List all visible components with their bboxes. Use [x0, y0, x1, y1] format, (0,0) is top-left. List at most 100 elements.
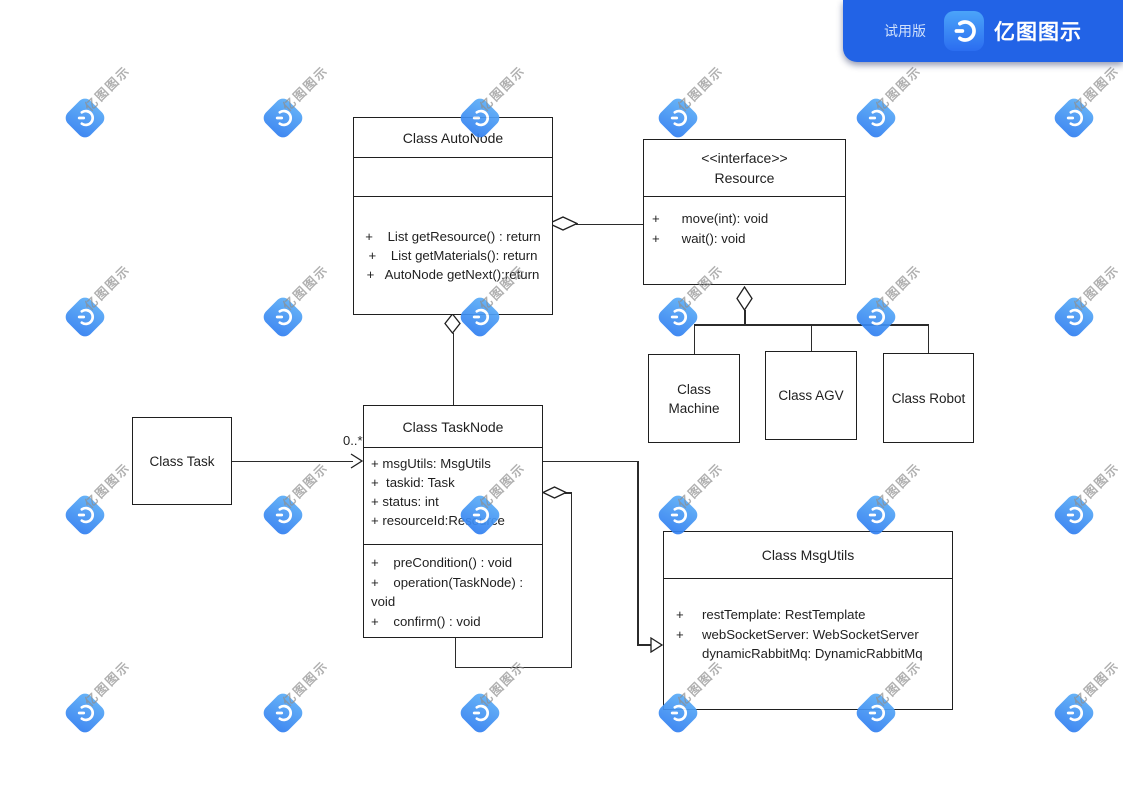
attribute: + taskid: Task: [371, 475, 455, 490]
connector-line: [543, 460, 638, 462]
watermark: 亿图图示: [1051, 262, 1122, 340]
watermark: 亿图图示: [655, 460, 726, 538]
watermark-text: 亿图图示: [873, 262, 925, 314]
methods-section: + preCondition() : void + operation(Task…: [364, 544, 542, 637]
watermark: 亿图图示: [62, 658, 133, 736]
method: + List getResource() : return: [365, 229, 541, 244]
watermark-text: 亿图图示: [280, 262, 332, 314]
watermark-text: 亿图图示: [873, 63, 925, 115]
watermark: 亿图图示: [62, 63, 133, 141]
class-box-machine[interactable]: Class Machine: [648, 354, 740, 443]
watermark-text: 亿图图示: [1071, 460, 1123, 512]
attribute: + resourceId:Resource: [371, 513, 505, 528]
watermark-text: 亿图图示: [675, 63, 727, 115]
method: + operation(TaskNode) : void: [371, 574, 527, 610]
method: + List getMaterials(): return: [368, 248, 538, 263]
watermark-text: 亿图图示: [477, 658, 529, 710]
watermark: 亿图图示: [853, 460, 924, 538]
attributes-section: + msgUtils: MsgUtils + taskid: Task + st…: [364, 447, 542, 544]
watermark-text: 亿图图示: [1071, 63, 1123, 115]
watermark-logo-icon: [62, 95, 108, 141]
watermark: 亿图图示: [260, 658, 331, 736]
watermark-logo-icon: [260, 294, 306, 340]
watermark-text: 亿图图示: [280, 63, 332, 115]
watermark-logo-icon: [62, 690, 108, 736]
watermark-text: 亿图图示: [873, 460, 925, 512]
connector-line: [232, 460, 353, 462]
watermark: 亿图图示: [260, 262, 331, 340]
aggregation-diamond-icon: [444, 313, 461, 334]
connector-line: [637, 644, 652, 646]
watermark-logo-icon: [260, 492, 306, 538]
connector-line: [693, 324, 695, 354]
watermark: 亿图图示: [62, 262, 133, 340]
class-box-task[interactable]: Class Task: [132, 417, 232, 505]
watermark-logo-icon: [260, 95, 306, 141]
aggregation-diamond-icon: [548, 216, 578, 231]
association-arrow-icon: [350, 453, 363, 469]
watermark: 亿图图示: [260, 460, 331, 538]
watermark-text: 亿图图示: [1071, 658, 1123, 710]
watermark-logo-icon: [1051, 690, 1097, 736]
watermark: 亿图图示: [655, 63, 726, 141]
watermark-logo-icon: [457, 690, 503, 736]
watermark: 亿图图示: [457, 658, 528, 736]
edraw-logo-icon: [944, 11, 984, 51]
trial-badge[interactable]: 试用版 亿图图示: [843, 0, 1123, 62]
class-title: Class Machine: [668, 381, 720, 416]
class-box-agv[interactable]: Class AGV: [765, 351, 857, 440]
connector-line: [454, 638, 456, 668]
class-box-tasknode[interactable]: Class TaskNode + msgUtils: MsgUtils + ta…: [363, 405, 543, 638]
attributes-section: + restTemplate: RestTemplate + webSocket…: [664, 578, 952, 709]
class-title: Class TaskNode: [402, 418, 504, 435]
attribute: + msgUtils: MsgUtils: [371, 456, 491, 471]
method: + preCondition() : void: [371, 555, 513, 570]
watermark-logo-icon: [1051, 492, 1097, 538]
attribute: dynamicRabbitMq: DynamicRabbitMq: [702, 646, 923, 661]
connector-line: [744, 310, 746, 325]
app-name: 亿图图示: [994, 21, 1082, 44]
watermark: 亿图图示: [62, 460, 133, 538]
connector-line: [810, 324, 812, 351]
class-title: Class AutoNode: [402, 129, 504, 146]
watermark-text: 亿图图示: [82, 460, 134, 512]
watermark-logo-icon: [62, 294, 108, 340]
aggregation-diamond-icon: [542, 486, 567, 499]
watermark-text: 亿图图示: [280, 460, 332, 512]
connector-line: [452, 333, 454, 405]
method: + move(int): void: [652, 211, 769, 226]
class-title: <<interface>> Resource: [644, 140, 845, 196]
interface-name: Resource: [714, 170, 775, 186]
watermark-logo-icon: [62, 492, 108, 538]
class-box-autonode[interactable]: Class AutoNode + List getResource() : re…: [353, 117, 553, 315]
class-title: Class MsgUtils: [761, 547, 855, 563]
class-title: Class Task: [149, 453, 215, 469]
method: + wait(): void: [652, 230, 746, 246]
attribute: + restTemplate: RestTemplate: [676, 607, 866, 622]
connector-line: [576, 223, 643, 225]
watermark-logo-icon: [260, 690, 306, 736]
watermark-logo-icon: [853, 294, 899, 340]
watermark: 亿图图示: [655, 262, 726, 340]
connector-line: [570, 492, 572, 668]
method: + confirm() : void: [371, 613, 481, 629]
watermark-text: 亿图图示: [1071, 262, 1123, 314]
interface-box-resource[interactable]: <<interface>> Resource + move(int): void…: [643, 139, 846, 285]
watermark-text: 亿图图示: [477, 63, 529, 115]
watermark: 亿图图示: [260, 63, 331, 141]
class-box-robot[interactable]: Class Robot: [883, 353, 974, 443]
watermark: 亿图图示: [1051, 63, 1122, 141]
stereotype: <<interface>>: [701, 150, 788, 166]
watermark-text: 亿图图示: [280, 658, 332, 710]
watermark: 亿图图示: [1051, 658, 1122, 736]
connector-line: [565, 492, 572, 494]
class-box-msgutils[interactable]: Class MsgUtils + restTemplate: RestTempl…: [663, 531, 953, 710]
watermark-logo-icon: [655, 95, 701, 141]
class-title: Class AGV: [778, 388, 844, 403]
watermark: 亿图图示: [853, 63, 924, 141]
watermark-logo-icon: [1051, 294, 1097, 340]
watermark: 亿图图示: [853, 262, 924, 340]
methods-section: + List getResource() : return + List get…: [354, 196, 552, 314]
methods-section: + move(int): void + wait(): void: [644, 196, 845, 284]
